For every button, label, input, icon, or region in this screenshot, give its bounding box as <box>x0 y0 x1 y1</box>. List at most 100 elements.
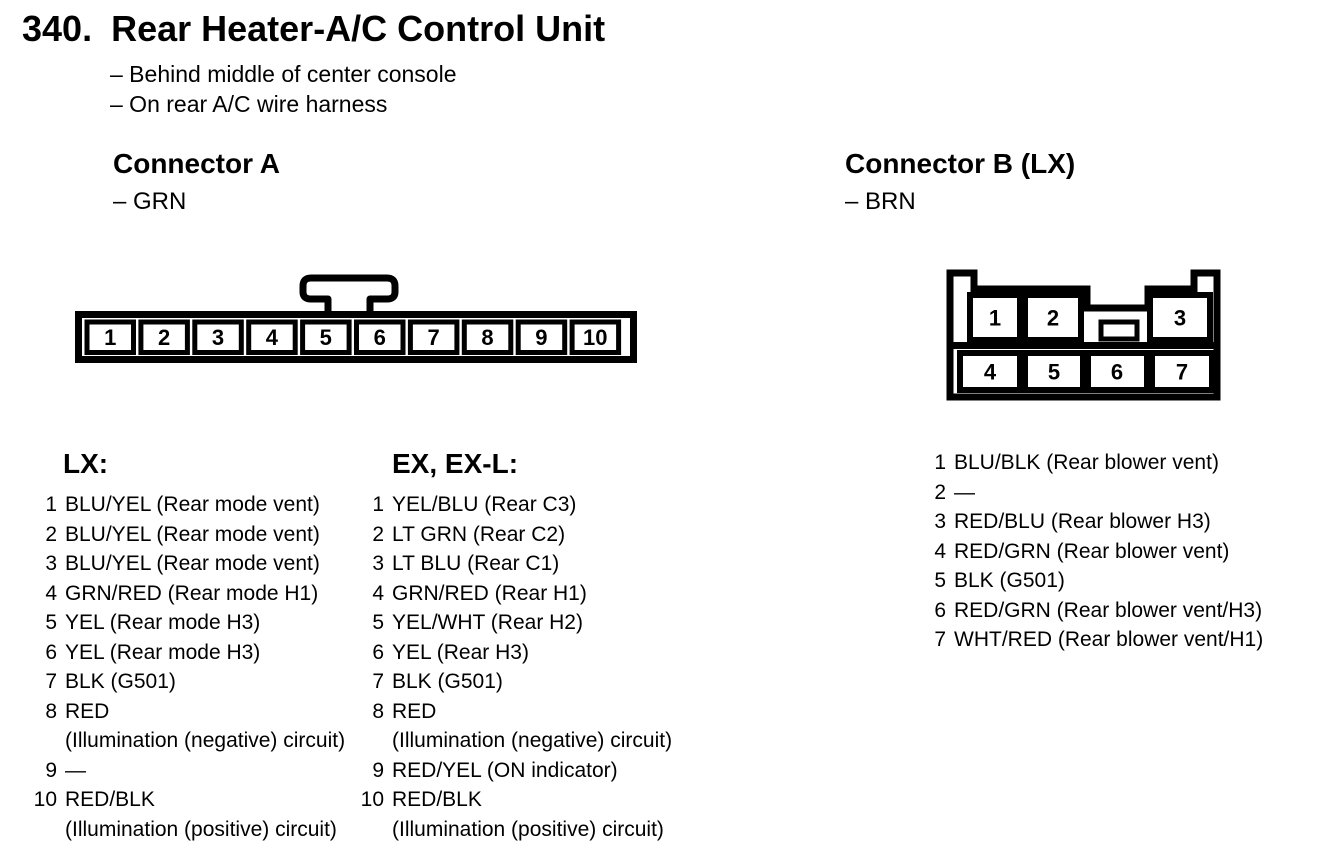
connector-a-diagram: 1 2 3 4 5 6 7 8 9 10 <box>75 274 637 363</box>
pin-label: — <box>65 758 86 782</box>
pin-label: RED (Illumination (negative) circuit) <box>392 697 699 756</box>
pin-note: (Illumination (positive) circuit) <box>65 817 337 841</box>
svg-text:6: 6 <box>374 325 386 350</box>
pin-label: BLK (G501) <box>65 670 176 693</box>
svg-text:2: 2 <box>158 325 170 350</box>
pin-row: 3 RED/BLU (Rear blower H3) <box>926 507 1336 537</box>
pin-row: 1 YEL/BLU (Rear C3) <box>354 490 699 520</box>
svg-text:7: 7 <box>427 325 439 350</box>
pin-row: 3 BLU/YEL (Rear mode vent) <box>27 549 357 579</box>
pin-note: (Illumination (positive) circuit) <box>392 817 664 841</box>
connector-b-pinout-list: 1 BLU/BLK (Rear blower vent) 2 — 3 RED/B… <box>926 448 1336 655</box>
pin-row: 2 — <box>926 478 1336 508</box>
svg-text:7: 7 <box>1176 360 1188 385</box>
pin-label: RED/YEL (ON indicator) <box>392 758 618 782</box>
pin-row: 6 YEL (Rear mode H3) <box>27 638 357 668</box>
pin-number: 3 <box>45 552 57 575</box>
pin-label: RED (Illumination (negative) circuit) <box>65 697 357 756</box>
location-notes: – Behind middle of center console – On r… <box>110 59 457 119</box>
pin-number: 1 <box>372 493 384 516</box>
pin-number: 5 <box>934 569 946 592</box>
pin-row: 4 RED/GRN (Rear blower vent) <box>926 537 1336 567</box>
pin-number: 5 <box>372 611 384 634</box>
pin-number: 7 <box>934 628 946 651</box>
pin-row: 6 YEL (Rear H3) <box>354 638 699 668</box>
connector-b-wire-color: – BRN <box>845 188 916 215</box>
pin-row: 4 GRN/RED (Rear H1) <box>354 579 699 609</box>
pin-number: 1 <box>45 493 57 516</box>
connector-a-ex-pinout-list: 1 YEL/BLU (Rear C3) 2 LT GRN (Rear C2) 3… <box>354 490 699 844</box>
connector-a-wire-color: – GRN <box>113 188 187 215</box>
section-number: 340. <box>22 8 93 49</box>
pin-number: 7 <box>372 670 384 693</box>
pin-number: 10 <box>360 788 384 811</box>
pin-row: 9 — <box>27 756 357 786</box>
pin-number: 9 <box>372 758 384 782</box>
svg-text:5: 5 <box>320 325 332 350</box>
pin-label: WHT/RED (Rear blower vent/H1) <box>954 628 1264 651</box>
pin-label: BLU/YEL (Rear mode vent) <box>65 522 320 546</box>
pin-row: 1 BLU/YEL (Rear mode vent) <box>27 490 357 520</box>
pin-label: RED/BLK (Illumination (positive) circuit… <box>65 785 357 844</box>
connector-a-pin-numbers: 1 2 3 4 5 6 7 8 9 10 <box>104 325 607 350</box>
pin-number: 2 <box>45 522 57 546</box>
page-title: Rear Heater-A/C Control Unit <box>111 8 606 49</box>
connector-a-pin-cells <box>84 319 622 355</box>
pin-number: 1 <box>934 451 946 474</box>
pin-note: (Illumination (negative) circuit) <box>65 729 346 752</box>
pin-row: 2 BLU/YEL (Rear mode vent) <box>27 520 357 550</box>
pin-label: GRN/RED (Rear H1) <box>392 581 587 605</box>
pin-row: 10 RED/BLK (Illumination (positive) circ… <box>354 785 699 844</box>
svg-text:4: 4 <box>984 360 997 385</box>
svg-text:1: 1 <box>989 306 1001 331</box>
pin-number: 7 <box>45 670 57 693</box>
pin-note: (Illumination (negative) circuit) <box>392 729 673 752</box>
pin-label: RED/GRN (Rear blower vent/H3) <box>954 598 1263 622</box>
pin-label: — <box>954 480 975 504</box>
pin-label: BLK (G501) <box>954 569 1065 592</box>
pin-label: RED/BLK (Illumination (positive) circuit… <box>392 785 699 844</box>
page-title-row: 340. Rear Heater-A/C Control Unit <box>22 8 605 50</box>
location-note: – On rear A/C wire harness <box>110 91 388 117</box>
pin-row: 4 GRN/RED (Rear mode H1) <box>27 579 357 609</box>
svg-text:3: 3 <box>1174 306 1186 331</box>
svg-text:4: 4 <box>266 325 279 350</box>
pin-label: RED/GRN (Rear blower vent) <box>954 539 1230 563</box>
pin-number: 3 <box>934 510 946 533</box>
connector-b-latch-tab <box>1098 319 1140 342</box>
lx-list-heading: LX: <box>63 448 109 479</box>
pin-number: 4 <box>372 581 384 605</box>
pin-row: 6 RED/GRN (Rear blower vent/H3) <box>926 596 1336 626</box>
connector-a-heading: Connector A <box>113 148 280 179</box>
pin-number: 3 <box>372 552 384 575</box>
pin-label: YEL (Rear mode H3) <box>65 611 261 634</box>
connector-a-latch-tab <box>299 274 399 322</box>
pin-label: YEL/BLU (Rear C3) <box>392 493 577 516</box>
pin-number: 6 <box>45 640 57 664</box>
pin-number: 9 <box>45 758 57 782</box>
pin-number: 6 <box>934 598 946 622</box>
pin-number: 2 <box>934 480 946 504</box>
location-note: – Behind middle of center console <box>110 61 457 87</box>
connector-b-row-divider <box>953 342 1214 349</box>
pin-number: 8 <box>45 699 57 723</box>
pin-label: LT GRN (Rear C2) <box>392 522 566 546</box>
pin-number: 2 <box>372 522 384 546</box>
connector-a-lx-pinout-list: 1 BLU/YEL (Rear mode vent) 2 BLU/YEL (Re… <box>27 490 357 844</box>
pin-label: YEL (Rear mode H3) <box>65 640 261 664</box>
pin-number: 10 <box>33 788 57 811</box>
svg-text:5: 5 <box>1048 360 1060 385</box>
pin-number: 4 <box>934 539 946 563</box>
pin-row: 2 LT GRN (Rear C2) <box>354 520 699 550</box>
pin-label: BLU/YEL (Rear mode vent) <box>65 552 320 575</box>
pin-row: 7 BLK (G501) <box>354 667 699 697</box>
pin-number: 8 <box>372 699 384 723</box>
pin-row: 5 YEL/WHT (Rear H2) <box>354 608 699 638</box>
pin-row: 5 YEL (Rear mode H3) <box>27 608 357 638</box>
connector-b-pin-numbers: 1 2 3 4 5 6 7 <box>984 306 1188 385</box>
svg-text:2: 2 <box>1047 306 1059 331</box>
pin-row: 7 WHT/RED (Rear blower vent/H1) <box>926 625 1336 655</box>
pin-label: GRN/RED (Rear mode H1) <box>65 581 319 605</box>
pin-row: 5 BLK (G501) <box>926 566 1336 596</box>
